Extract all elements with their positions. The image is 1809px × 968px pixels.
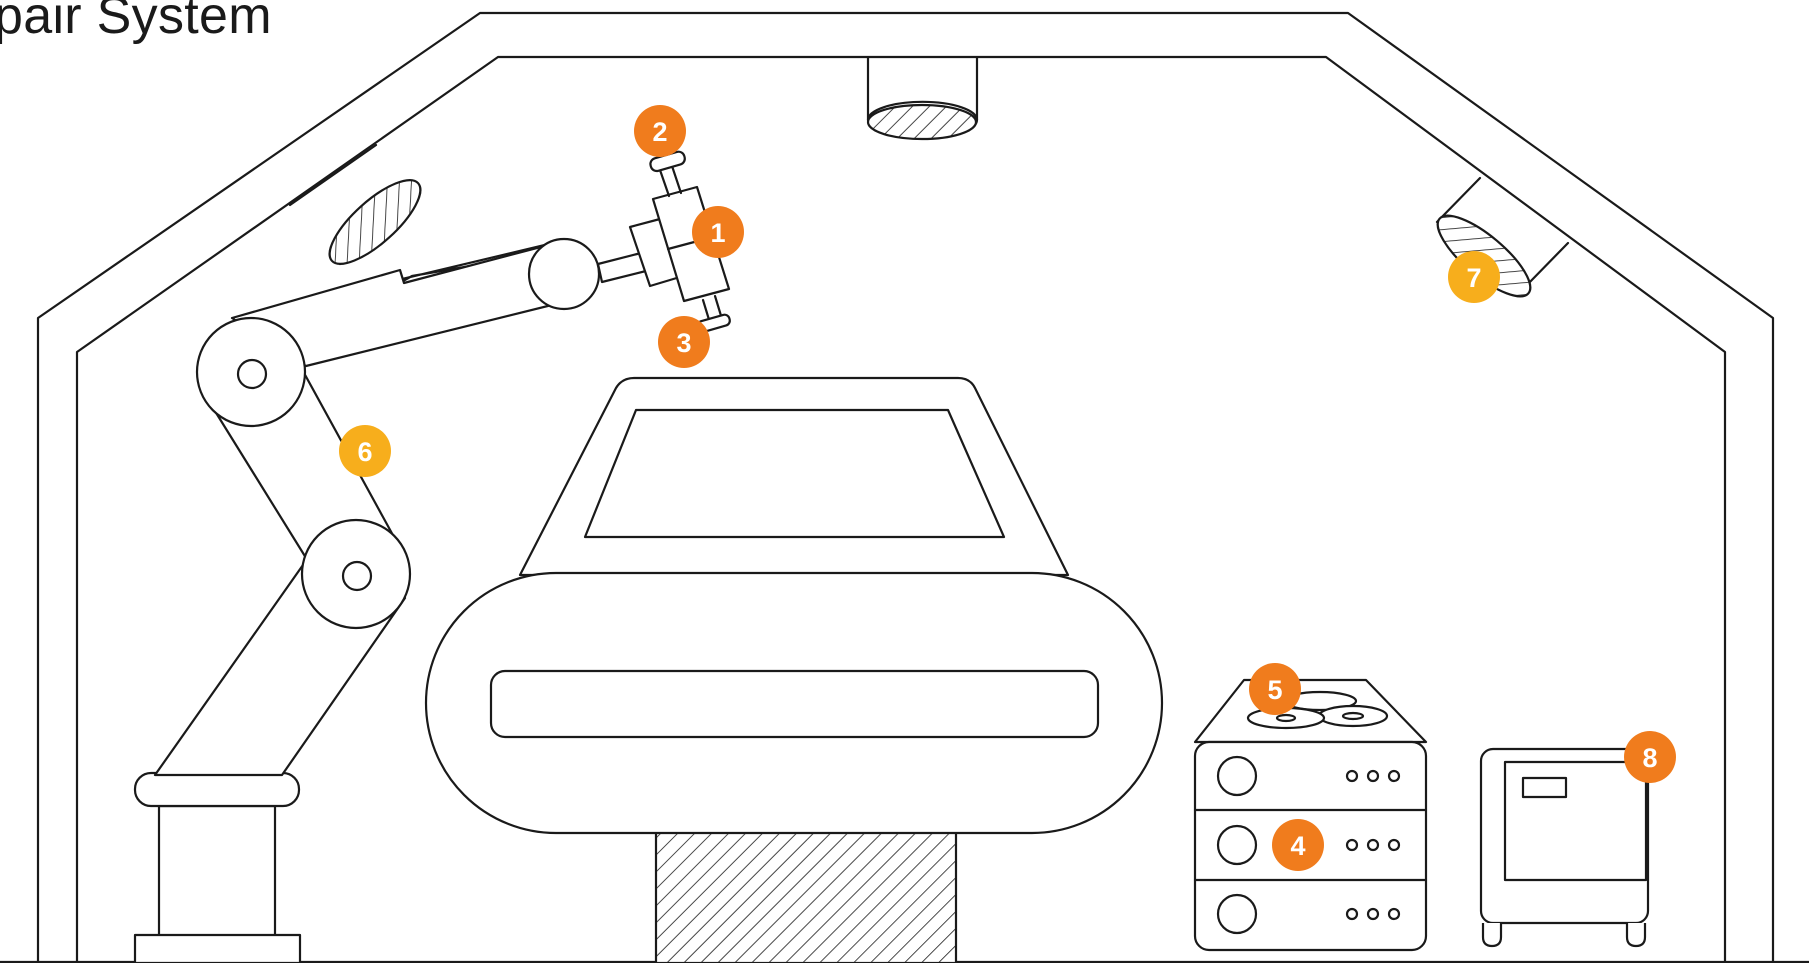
callout-5: 5 [1249, 663, 1301, 715]
callout-2: 2 [634, 105, 686, 157]
equipment-cart [1195, 680, 1426, 950]
ceiling-lamp-center [868, 58, 977, 139]
svg-text:1: 1 [710, 218, 725, 248]
callout-4: 4 [1272, 819, 1324, 871]
operating-table [426, 378, 1162, 963]
callout-1: 1 [692, 206, 744, 258]
callout-6: 6 [339, 425, 391, 477]
svg-text:7: 7 [1466, 263, 1481, 293]
svg-text:2: 2 [652, 117, 667, 147]
svg-text:4: 4 [1290, 831, 1305, 861]
diagram-title: pair System [0, 0, 272, 46]
ceiling-lamp-left [290, 145, 432, 276]
cabinet-unit [1481, 749, 1648, 946]
callout-8: 8 [1624, 731, 1676, 783]
svg-text:5: 5 [1267, 675, 1282, 705]
callout-3: 3 [658, 316, 710, 368]
callout-7: 7 [1448, 251, 1500, 303]
svg-text:3: 3 [676, 328, 691, 358]
svg-text:6: 6 [357, 437, 372, 467]
svg-text:8: 8 [1642, 743, 1657, 773]
ceiling-lamp-right [1427, 178, 1568, 309]
